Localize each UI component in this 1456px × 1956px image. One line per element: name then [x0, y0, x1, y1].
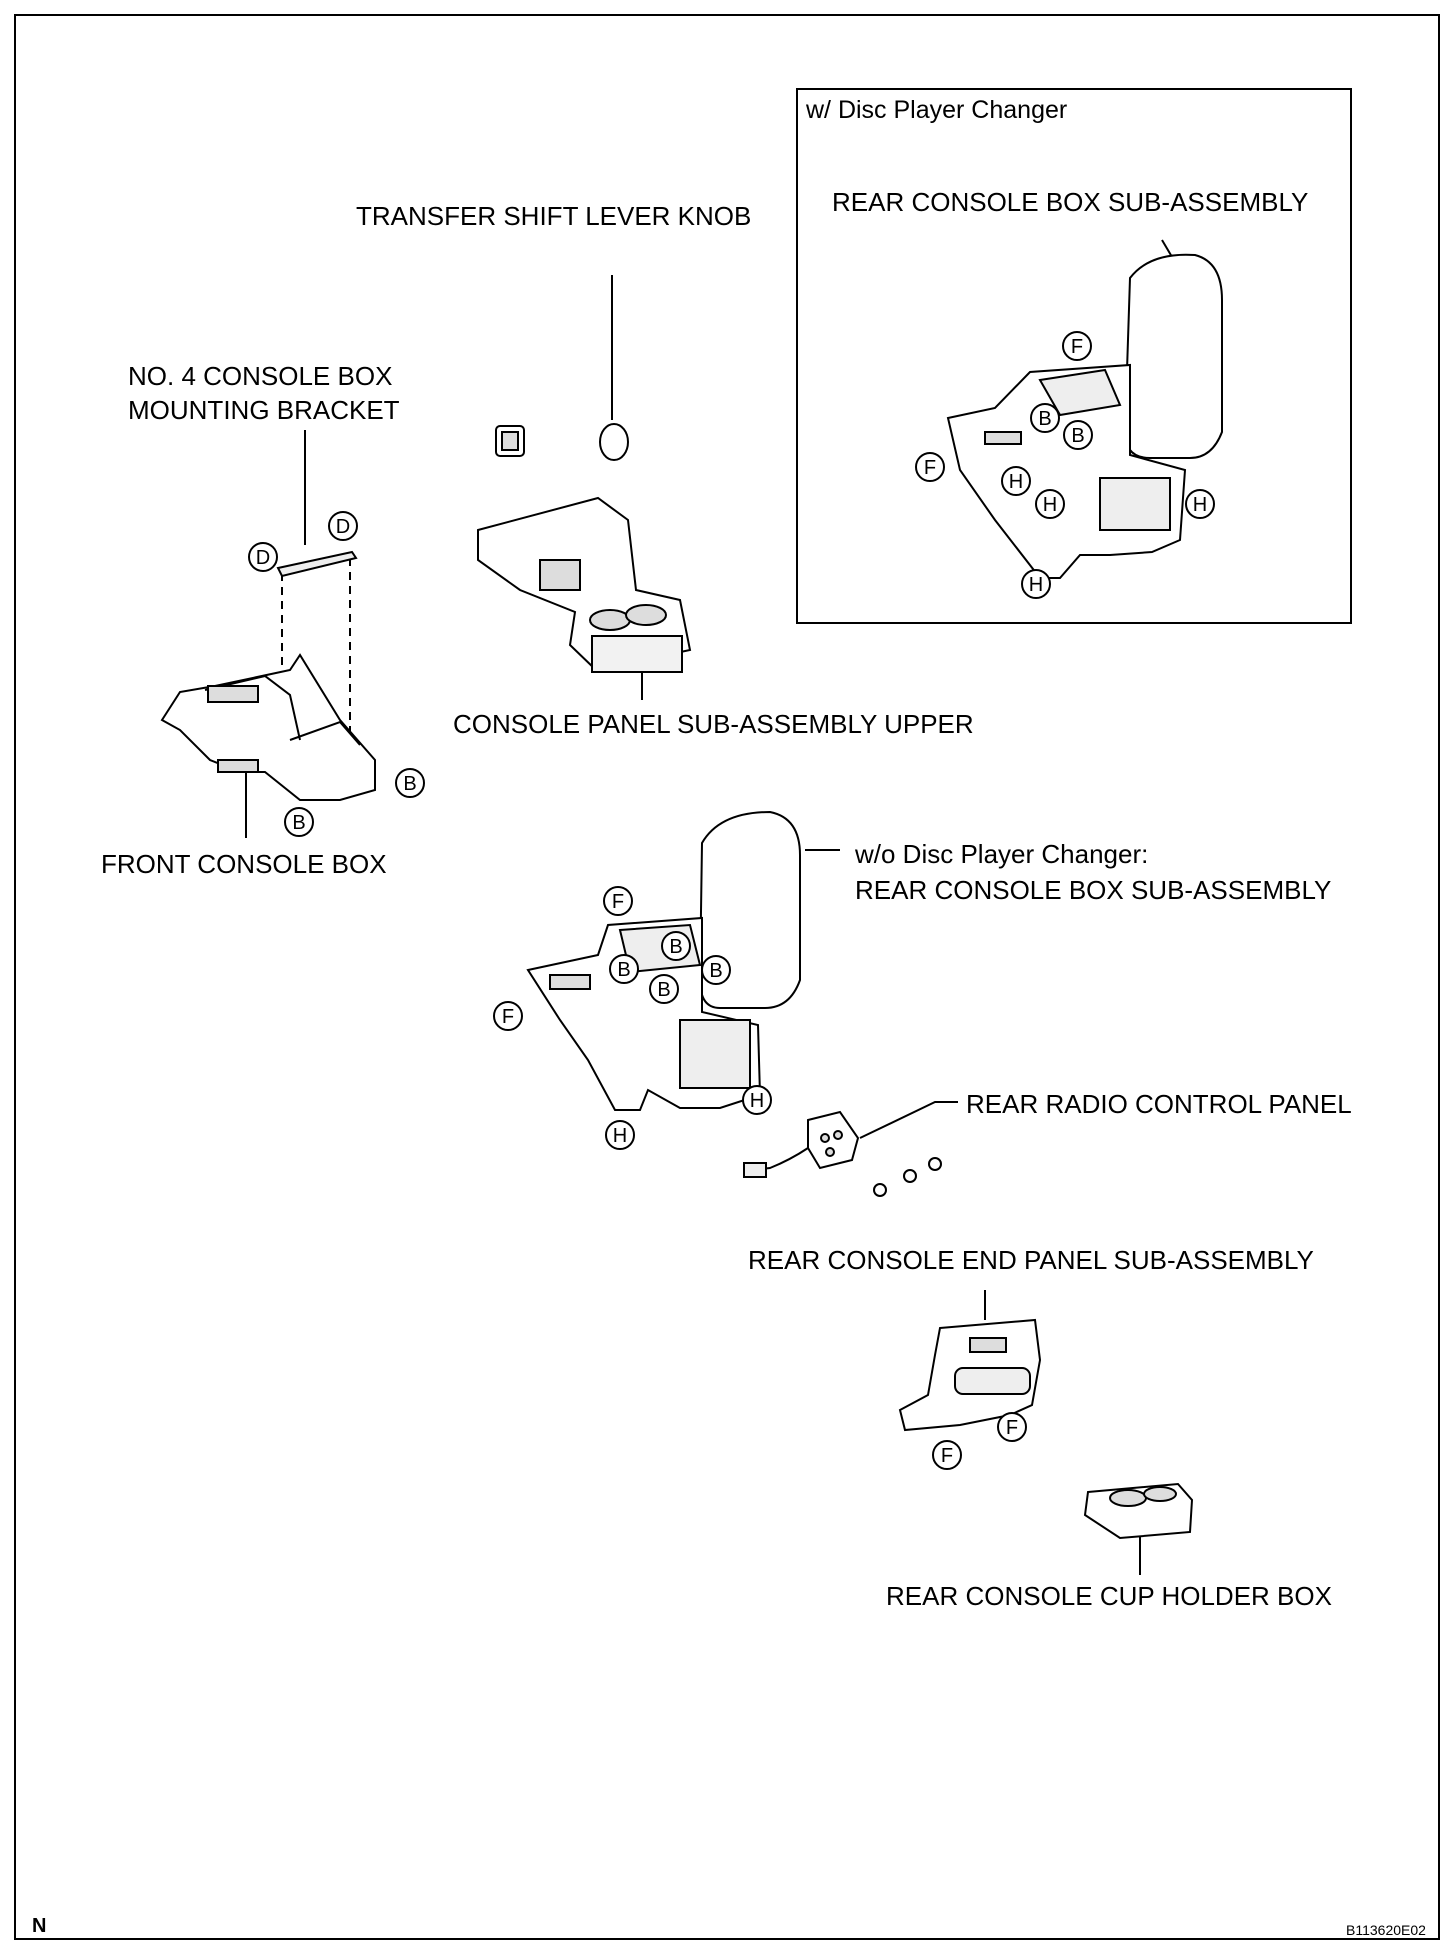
svg-text:F: F	[1071, 336, 1083, 358]
rear-end-panel-part	[898, 1318, 1042, 1432]
inset-box-disc-changer	[796, 88, 1352, 624]
callout-d: D	[248, 542, 278, 572]
callout-f: F	[915, 452, 945, 482]
callout-h: H	[1035, 489, 1065, 519]
svg-text:H: H	[750, 1090, 764, 1112]
callout-h: H	[605, 1120, 635, 1150]
svg-text:H: H	[1029, 574, 1043, 596]
console-panel-upper-part	[477, 496, 692, 673]
label-front-console-box: FRONT CONSOLE BOX	[101, 849, 387, 879]
callout-b: B	[1030, 403, 1060, 433]
svg-text:B: B	[403, 773, 416, 795]
svg-text:H: H	[1043, 494, 1057, 516]
svg-text:B: B	[1071, 425, 1084, 447]
svg-text:H: H	[1193, 494, 1207, 516]
svg-text:B: B	[292, 812, 305, 834]
svg-text:F: F	[502, 1006, 514, 1028]
corner-mark: N	[32, 1915, 47, 1937]
callout-f: F	[997, 1412, 1027, 1442]
label-console-panel-upper: CONSOLE PANEL SUB-ASSEMBLY UPPER	[453, 709, 974, 739]
diagram-frame	[14, 14, 1440, 1940]
callout-h: H	[1001, 466, 1031, 496]
label-rear-cup-holder: REAR CONSOLE CUP HOLDER BOX	[886, 1581, 1332, 1611]
callout-h: H	[1021, 569, 1051, 599]
label-wo-disc-line1: w/o Disc Player Changer:	[855, 839, 1149, 869]
callout-h: H	[742, 1085, 772, 1115]
callout-f: F	[1062, 331, 1092, 361]
callout-b: B	[649, 974, 679, 1004]
transfer-knob-part	[495, 423, 629, 461]
label-wo-disc-line2: REAR CONSOLE BOX SUB-ASSEMBLY	[855, 875, 1332, 905]
svg-text:B: B	[617, 959, 630, 981]
svg-text:B: B	[669, 936, 682, 958]
callout-f: F	[603, 886, 633, 916]
callout-b: B	[609, 954, 639, 984]
rear-console-box-part	[526, 810, 801, 1111]
svg-text:B: B	[657, 979, 670, 1001]
inset-title: w/ Disc Player Changer	[806, 96, 1068, 124]
callout-d: D	[328, 511, 358, 541]
svg-text:F: F	[924, 457, 936, 479]
label-bracket-line1: NO. 4 CONSOLE BOX	[128, 361, 393, 391]
svg-text:H: H	[613, 1125, 627, 1147]
svg-text:D: D	[336, 516, 350, 538]
svg-text:H: H	[1009, 471, 1023, 493]
front-console-box-part	[160, 653, 376, 801]
label-transfer-shift-knob: TRANSFER SHIFT LEVER KNOB	[356, 201, 752, 231]
svg-text:D: D	[256, 547, 270, 569]
callout-b: B	[284, 807, 314, 837]
callout-b: B	[661, 931, 691, 961]
figure-id: B113620E02	[1346, 1922, 1426, 1938]
svg-text:B: B	[1038, 408, 1051, 430]
label-rear-end-panel: REAR CONSOLE END PANEL SUB-ASSEMBLY	[748, 1245, 1314, 1275]
callout-f: F	[493, 1001, 523, 1031]
callout-b: B	[395, 768, 425, 798]
svg-text:B: B	[709, 960, 722, 982]
callout-b: B	[701, 955, 731, 985]
svg-text:F: F	[941, 1445, 953, 1467]
callout-f: F	[932, 1440, 962, 1470]
label-rear-console-box-inset: REAR CONSOLE BOX SUB-ASSEMBLY	[832, 187, 1309, 217]
label-bracket-line2: MOUNTING BRACKET	[128, 395, 400, 425]
callout-b: B	[1063, 420, 1093, 450]
callout-h: H	[1185, 489, 1215, 519]
label-rear-radio-panel: REAR RADIO CONTROL PANEL	[966, 1089, 1352, 1119]
callout-circles: D D B B F B B F H H H H F B B B B F H H …	[248, 331, 1215, 1470]
mounting-bracket-part	[276, 550, 358, 578]
svg-text:F: F	[612, 891, 624, 913]
rear-radio-panel-part	[743, 1110, 942, 1197]
leader-radio-panel	[859, 1101, 958, 1139]
inset-rear-console-box-part	[946, 253, 1223, 579]
cup-holder-part	[1083, 1482, 1194, 1540]
svg-text:F: F	[1006, 1417, 1018, 1439]
